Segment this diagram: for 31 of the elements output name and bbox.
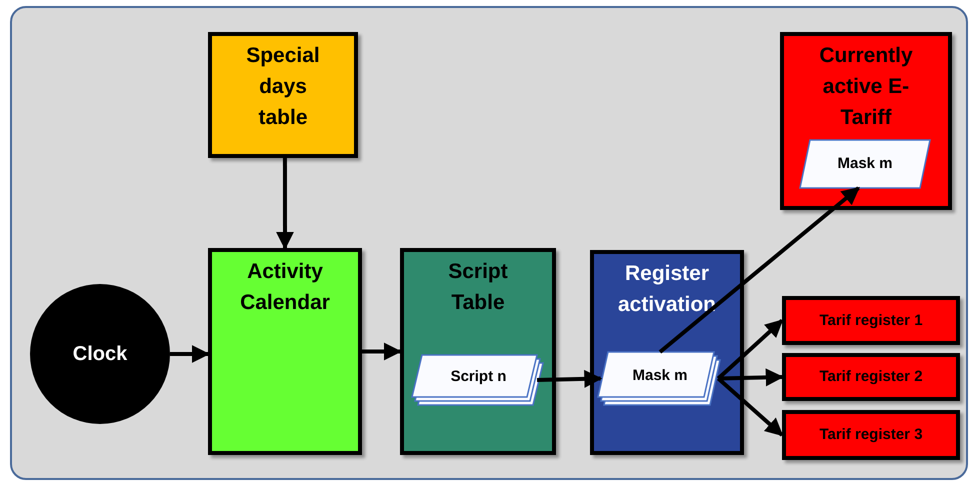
register-box xyxy=(782,353,960,401)
arrow xyxy=(716,377,784,436)
arrow xyxy=(658,186,860,354)
table-box xyxy=(208,32,358,158)
mask-sheet xyxy=(800,140,930,188)
register-box xyxy=(782,410,960,460)
mask-stack xyxy=(598,352,722,405)
box-label: Script Table xyxy=(447,259,509,316)
box-label: Activity Calendar xyxy=(239,259,331,316)
arrow xyxy=(716,319,784,380)
arrow xyxy=(362,342,402,360)
sheet-label: Mask m xyxy=(837,155,893,173)
box-label: Tarif register 1 xyxy=(819,312,923,330)
sheet-label: Script n xyxy=(450,368,506,386)
arrow xyxy=(170,345,210,363)
box-label: Tarif register 3 xyxy=(819,426,923,444)
table-box xyxy=(400,248,556,455)
box-label: Tarif register 2 xyxy=(819,368,923,386)
register-box xyxy=(782,296,960,345)
box-label: Special days table xyxy=(245,43,321,131)
arrow xyxy=(276,158,294,250)
script-stack xyxy=(412,355,545,405)
box-label: Register activation xyxy=(616,261,718,318)
process-box xyxy=(208,248,362,455)
sheet-label: Mask m xyxy=(632,366,688,384)
process-box xyxy=(590,250,744,455)
arrow xyxy=(718,368,784,386)
box-label: Currently active E-Tariff xyxy=(818,43,914,131)
box-label: Clock xyxy=(72,342,128,366)
arrow xyxy=(536,370,602,388)
tariff-box xyxy=(780,32,952,210)
